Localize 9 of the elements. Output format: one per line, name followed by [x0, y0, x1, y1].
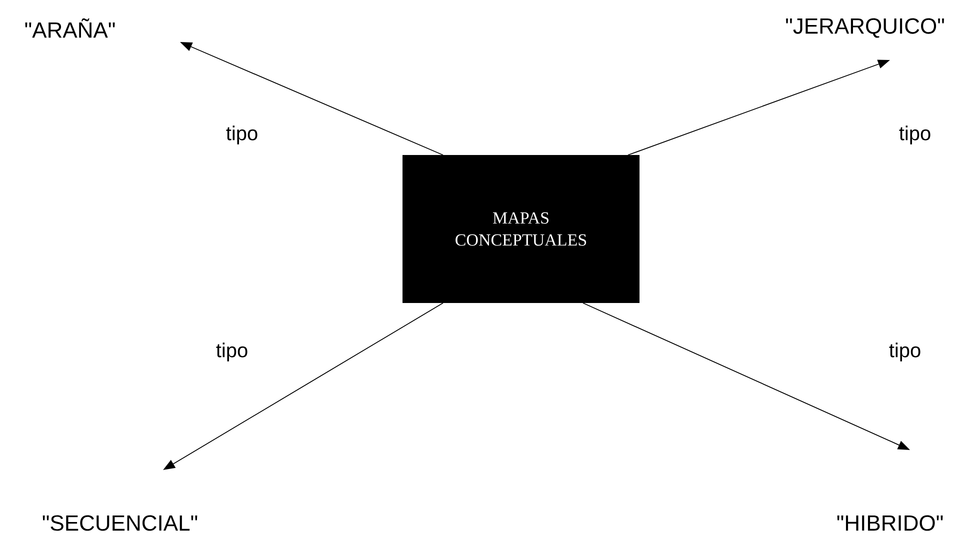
type-label: "SECUENCIAL": [42, 515, 198, 531]
type-label: "HIBRIDO": [837, 515, 943, 531]
type-label: "JERARQUICO": [786, 18, 944, 38]
edge-label: tipo: [888, 342, 922, 362]
type-label: "ARAÑA": [25, 18, 115, 38]
edge-label: tipo: [898, 124, 932, 146]
edge-label: tipo: [224, 124, 260, 146]
edge-label: tipo: [214, 342, 250, 362]
concept-box: MAPAS CONCEPTUALES: [402, 155, 640, 303]
